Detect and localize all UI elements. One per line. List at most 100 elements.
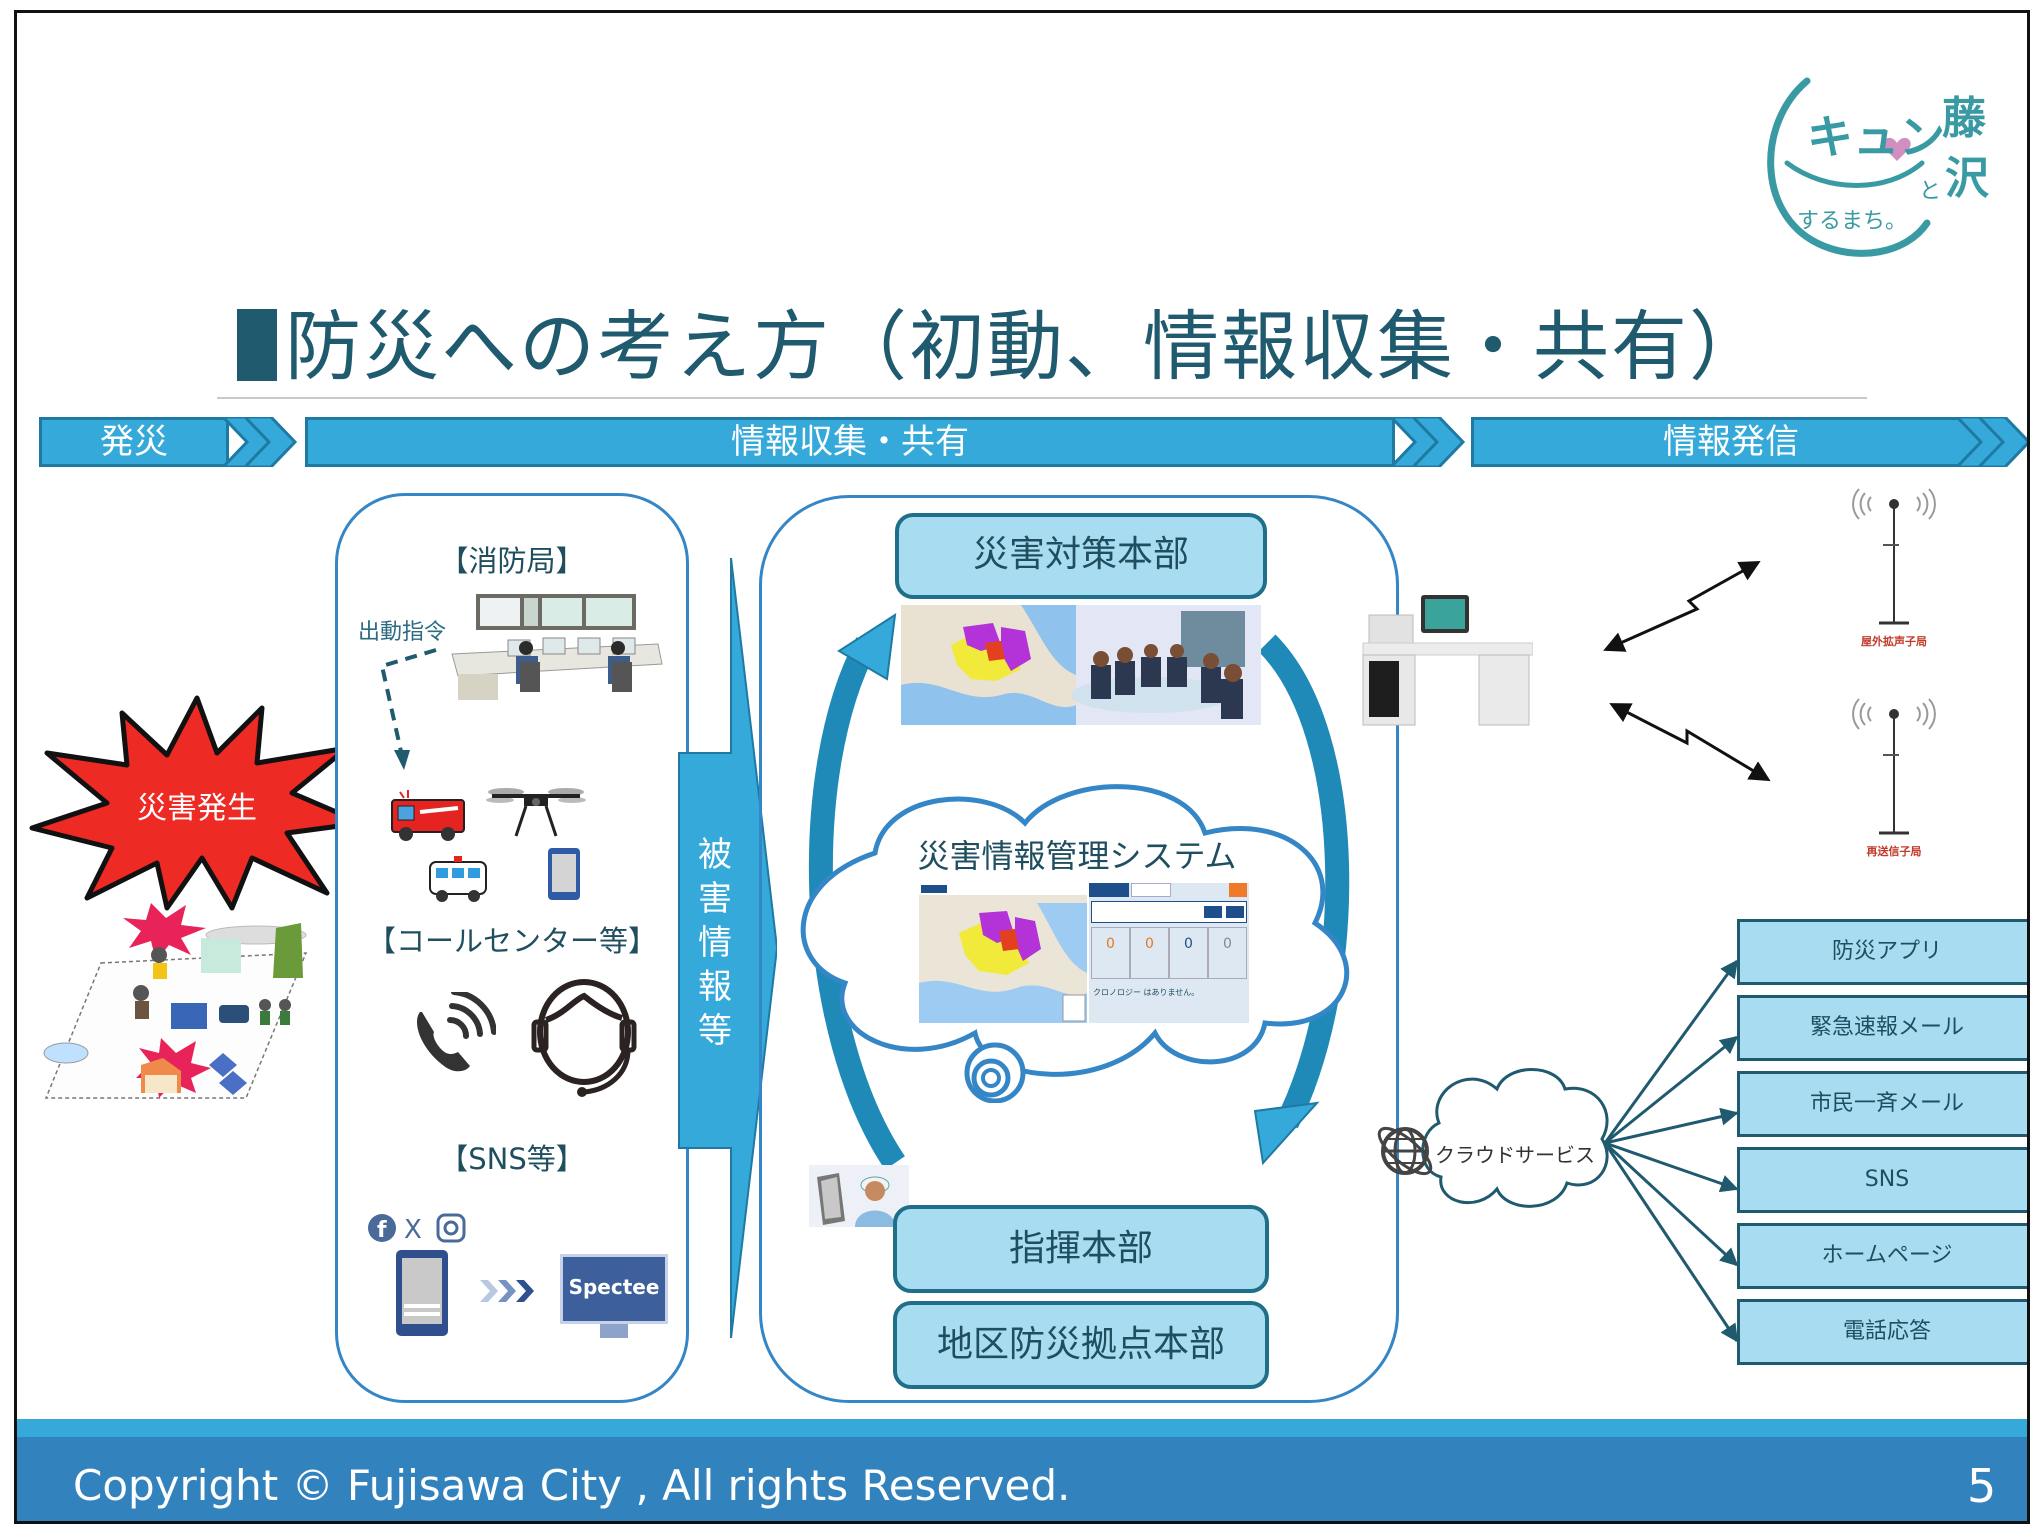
counter-value: 0 bbox=[1223, 936, 1232, 952]
dispatch-label: 出動指令 bbox=[358, 620, 447, 645]
globe-icon bbox=[1377, 1126, 1433, 1176]
system-screenshot: 0 0 0 0 クロノロジー はありません。 bbox=[919, 883, 1249, 1023]
spectee-monitor: Spectee bbox=[560, 1254, 668, 1324]
district-hq-box: 地区防災拠点本部 bbox=[893, 1301, 1269, 1389]
channel-label: ホームページ bbox=[1821, 1243, 1953, 1268]
svg-text:X: X bbox=[404, 1215, 422, 1245]
command-hq-label: 指揮本部 bbox=[1008, 1228, 1153, 1269]
phase-transmission: 情報発信 bbox=[1471, 417, 1991, 467]
damage-info-char: 害 bbox=[698, 879, 732, 919]
footer-bar bbox=[17, 1437, 2027, 1521]
broadcast-console-illustration bbox=[1362, 595, 1533, 726]
phase-collection-label: 情報収集・共有 bbox=[731, 422, 969, 462]
channel-label: 市民一斉メール bbox=[1809, 1091, 1964, 1116]
page-title-text: 防災への考え方（初動、情報収集・共有） bbox=[285, 302, 1767, 391]
title-bullet-icon bbox=[237, 309, 277, 381]
detail-button[interactable] bbox=[1226, 906, 1244, 918]
tablet-icon bbox=[548, 848, 580, 900]
facebook-icon: f bbox=[368, 1214, 396, 1243]
logo-line2: と bbox=[1919, 179, 1941, 204]
system-map bbox=[919, 883, 1087, 1023]
district-hq-label: 地区防災拠点本部 bbox=[936, 1324, 1225, 1365]
counter-value: 0 bbox=[1106, 936, 1115, 952]
page-title: 防災への考え方（初動、情報収集・共有） bbox=[237, 297, 1767, 397]
logo-line3a: 藤 bbox=[1942, 93, 1986, 144]
phase-outbreak: 発災 bbox=[39, 417, 229, 467]
smartphone-icon bbox=[396, 1250, 448, 1336]
phase-collection-chevrons-icon bbox=[1391, 417, 1466, 467]
status-counters: 0 0 0 0 bbox=[1091, 927, 1247, 979]
social-icons: f X bbox=[368, 1213, 466, 1245]
system-chronology-panel: 0 0 0 0 クロノロジー はありません。 bbox=[1089, 883, 1249, 1023]
phase-collection: 情報収集・共有 bbox=[305, 417, 1395, 467]
channel-homepage: ホームページ bbox=[1737, 1223, 2027, 1289]
damage-info-char: 報 bbox=[698, 967, 732, 1007]
disaster-hq-box: 災害対策本部 bbox=[895, 513, 1267, 599]
input-button[interactable] bbox=[1204, 906, 1222, 918]
page-number: 5 bbox=[1967, 1459, 1997, 1513]
fire-department-title: 【消防局】 bbox=[439, 544, 585, 578]
collection-panel: 【消防局】 出動指令 bbox=[335, 493, 689, 1403]
tower-label: 再送信子局 bbox=[1866, 845, 1922, 858]
damage-info-char: 情 bbox=[698, 923, 732, 963]
fujisawa-logo: キュン 藤 沢 と するまち。 bbox=[1747, 63, 2007, 263]
counter-tile: 0 bbox=[1091, 927, 1130, 979]
damage-info-arrow-icon bbox=[678, 558, 777, 1338]
sns-title: 【SNS等】 bbox=[439, 1142, 585, 1176]
cloud-service-label: クラウドサービス bbox=[1435, 1143, 1595, 1167]
call-center-title: 【コールセンター等】 bbox=[366, 924, 657, 958]
empty-chronology-message: クロノロジー はありません。 bbox=[1093, 988, 1200, 997]
svg-text:f: f bbox=[377, 1218, 387, 1243]
channel-label: 防災アプリ bbox=[1831, 939, 1942, 964]
instagram-icon bbox=[436, 1213, 466, 1243]
phase-outbreak-label: 発災 bbox=[100, 422, 168, 462]
refresh-button[interactable] bbox=[1229, 883, 1247, 897]
channel-phone-response: 電話応答 bbox=[1737, 1299, 2027, 1365]
logo-line1: キュン bbox=[1807, 110, 1945, 164]
logo-line3b: 沢 bbox=[1945, 153, 1990, 204]
tower-label: 屋外拡声子局 bbox=[1861, 635, 1927, 648]
response-hq-panel bbox=[759, 495, 1399, 1403]
monitor-stand bbox=[600, 1324, 628, 1338]
filter-row bbox=[1091, 901, 1247, 923]
dispatch-arrow-icon bbox=[379, 648, 437, 770]
flow-chevrons-icon bbox=[480, 1280, 534, 1302]
counter-tile: 0 bbox=[1130, 927, 1169, 979]
logo-tagline: するまち。 bbox=[1797, 209, 1907, 234]
relay-tower-icon bbox=[1852, 698, 1936, 835]
chronology-tab bbox=[1089, 883, 1129, 897]
x-icon: X bbox=[404, 1215, 422, 1245]
control-room-illustration bbox=[451, 594, 663, 700]
operator-headset-icon bbox=[531, 979, 637, 1097]
channel-label: 電話応答 bbox=[1842, 1319, 1931, 1344]
monitor-tab bbox=[1131, 883, 1171, 897]
phase-transmission-chevrons-icon bbox=[1957, 417, 2027, 467]
phase-transmission-label: 情報発信 bbox=[1663, 422, 1799, 462]
disaster-hq-photo bbox=[901, 605, 1261, 725]
field-worker-illustration bbox=[809, 1165, 909, 1227]
slide: キュン 藤 沢 と するまち。 防災への考え方（初動、情報収集・共有） 発災 情… bbox=[14, 10, 2030, 1524]
damage-info-label: 被 害 情 報 等 bbox=[695, 833, 735, 1053]
damage-info-char: 等 bbox=[698, 1011, 732, 1051]
channel-disaster-app: 防災アプリ bbox=[1737, 919, 2027, 985]
counter-tile: 0 bbox=[1169, 927, 1208, 979]
channel-citizen-mail: 市民一斉メール bbox=[1737, 1071, 2027, 1137]
disaster-hq-label: 災害対策本部 bbox=[972, 534, 1189, 575]
counter-value: 0 bbox=[1184, 936, 1193, 952]
channel-sns: SNS bbox=[1737, 1147, 2027, 1213]
channel-label: 緊急速報メール bbox=[1809, 1015, 1964, 1040]
disaster-burst-icon bbox=[29, 695, 365, 911]
outdoor-speaker-tower-icon bbox=[1852, 488, 1936, 625]
system-title: 災害情報管理システム bbox=[917, 837, 1237, 875]
channel-label: SNS bbox=[1864, 1167, 1910, 1192]
channel-emergency-mail: 緊急速報メール bbox=[1737, 995, 2027, 1061]
drone-icon bbox=[486, 788, 586, 837]
cloud-service-diagram bbox=[1377, 959, 1739, 1343]
relay-tower-label: 再送信子局 bbox=[1839, 843, 1949, 859]
title-divider bbox=[217, 397, 1867, 399]
fire-truck-icon bbox=[391, 790, 465, 841]
counter-tile: 0 bbox=[1208, 927, 1247, 979]
radio-link-arrows-icon bbox=[1603, 560, 1771, 782]
damage-info-char: 被 bbox=[698, 835, 732, 875]
counter-value: 0 bbox=[1145, 936, 1154, 952]
